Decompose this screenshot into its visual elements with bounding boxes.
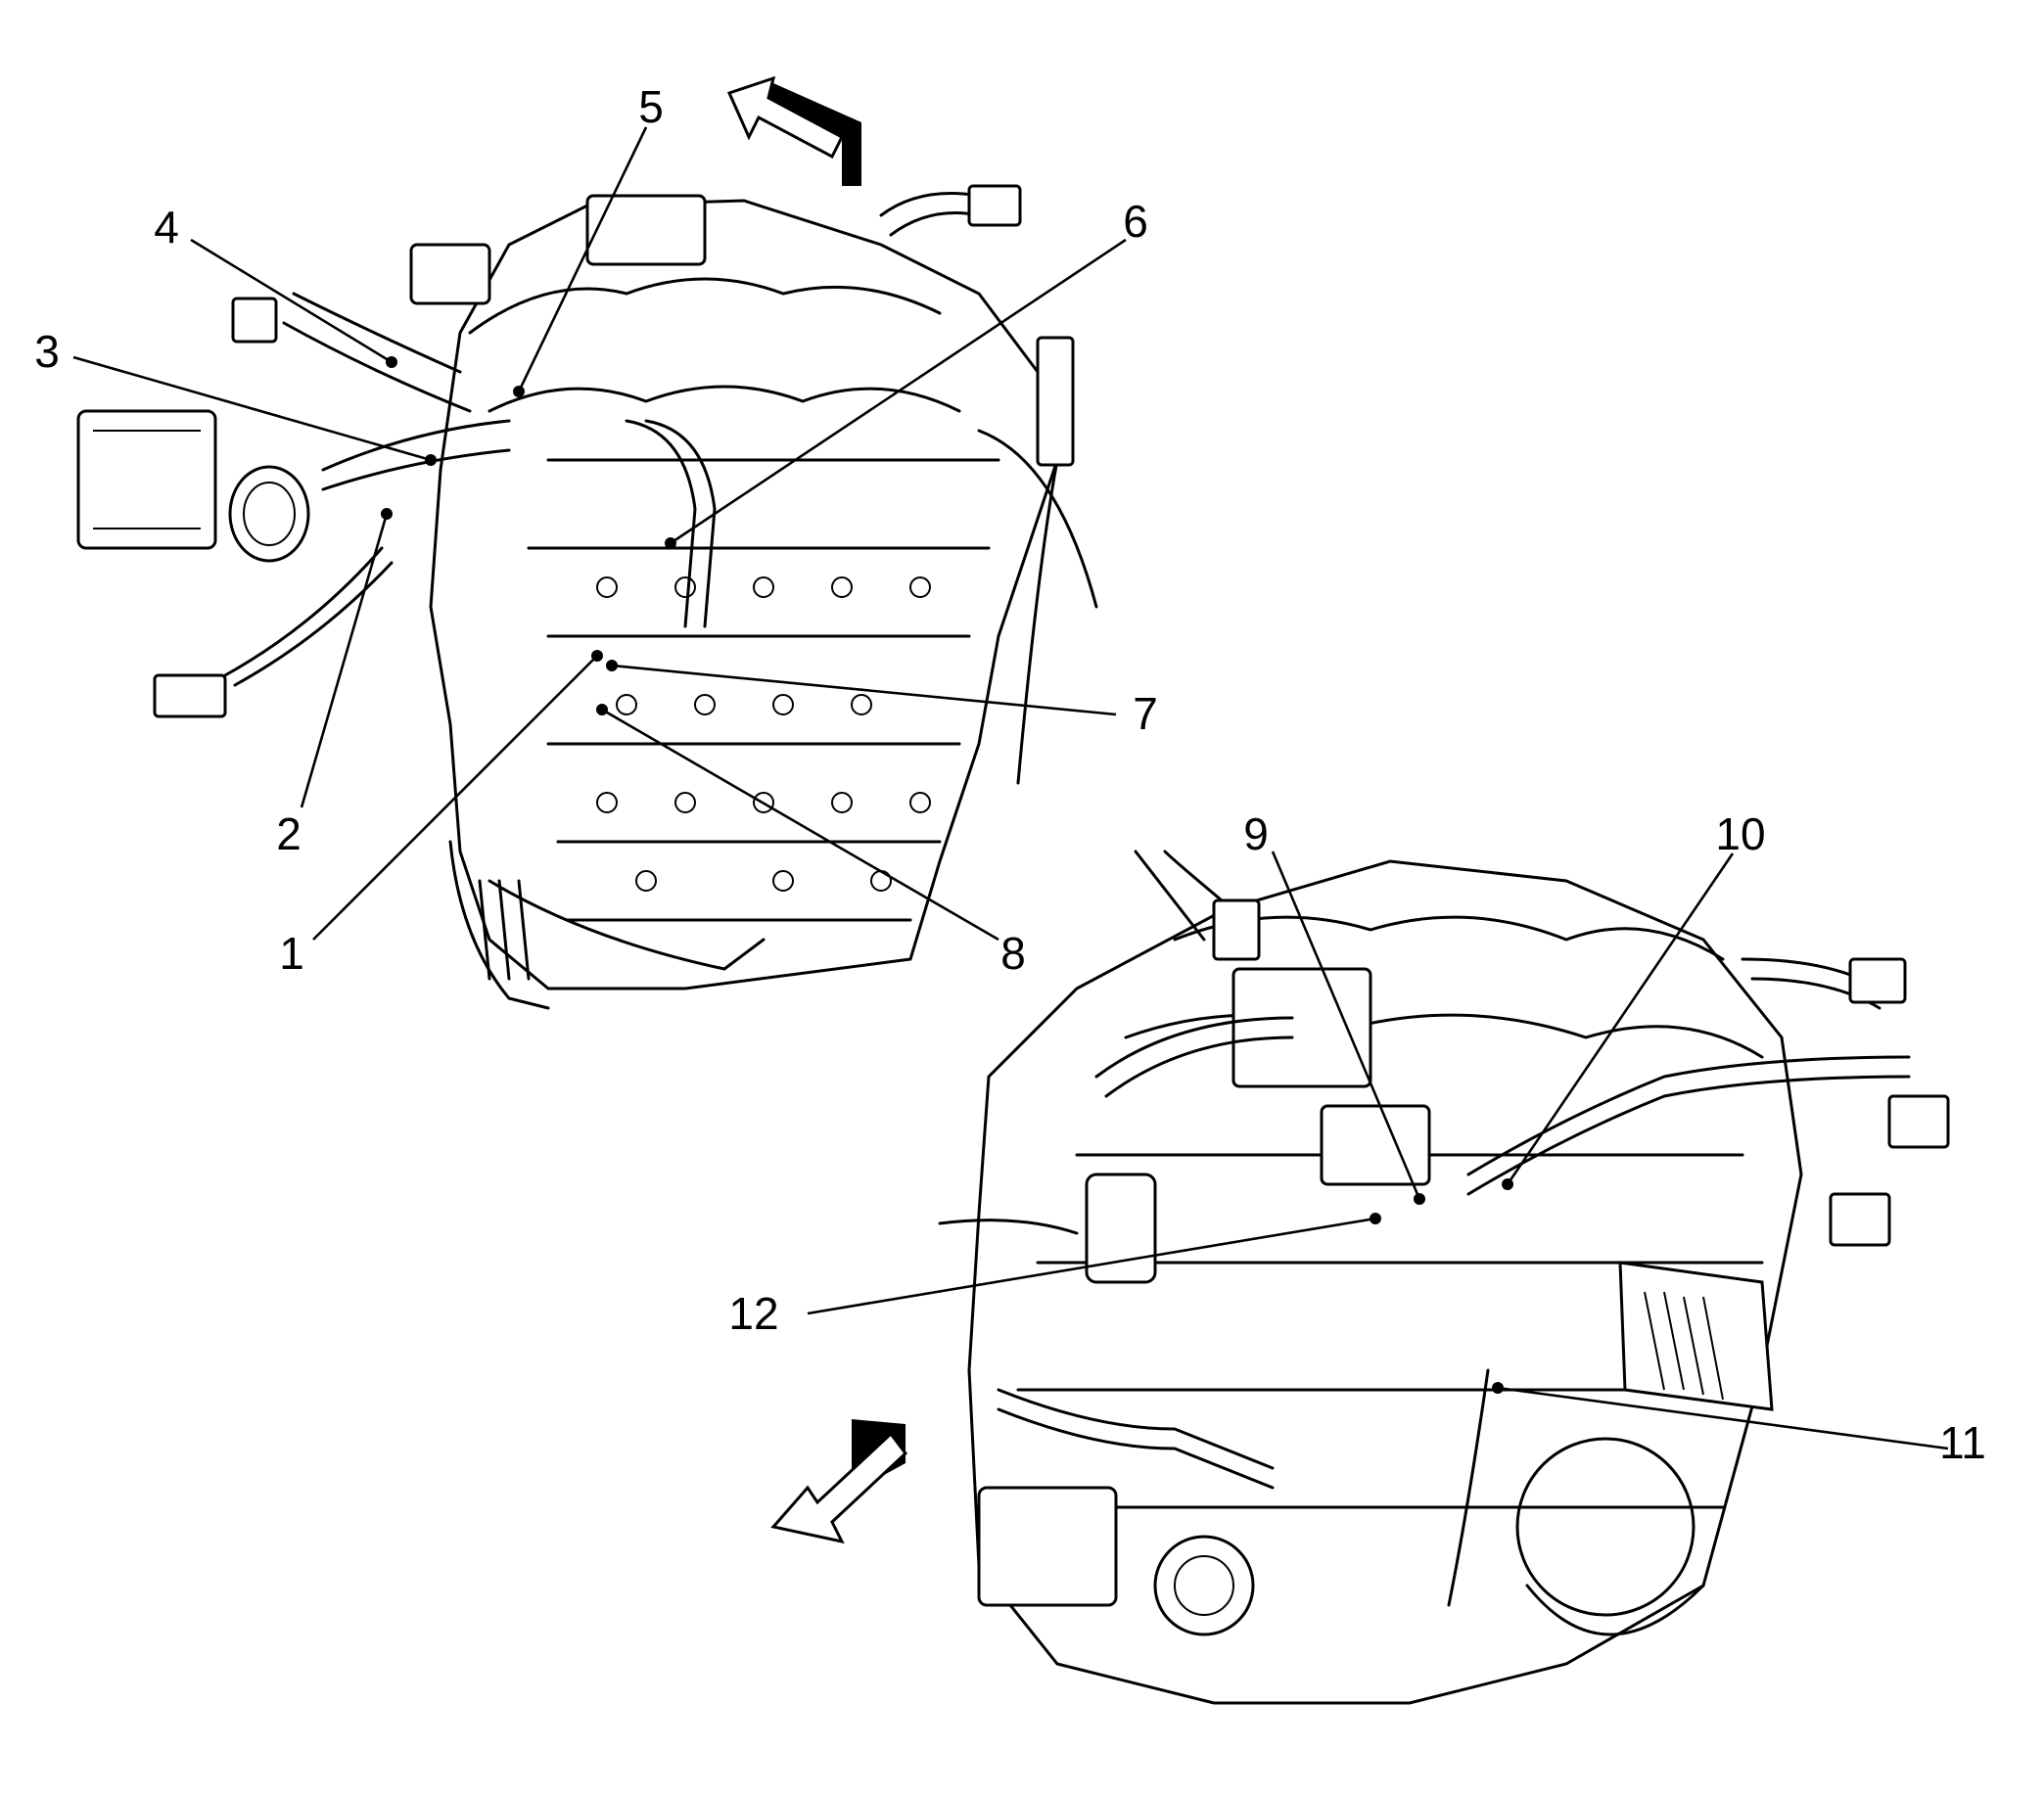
direction-arrow-icon [726,75,861,186]
callout-label-9: 9 [1243,808,1269,859]
callout-label-8: 8 [1000,928,1026,979]
callout-point-3 [425,454,437,466]
callout-label-7: 7 [1133,688,1158,739]
callout-point-2 [381,508,393,520]
callout-point-9 [1414,1193,1425,1205]
callout-point-4 [386,356,397,368]
callout-leader-12 [807,1217,1376,1315]
callout-label-10: 10 [1715,808,1765,859]
callout-leader-7 [611,664,1117,716]
callout-leader-11 [1497,1386,1949,1450]
callout-point-10 [1502,1178,1513,1190]
callout-point-6 [665,537,676,549]
callout-label-4: 4 [154,202,179,253]
callout-point-8 [596,704,608,715]
callout-point-12 [1370,1213,1381,1224]
callout-leader-10 [1506,852,1735,1185]
callout-label-3: 3 [34,326,60,377]
callout-point-1 [591,650,603,662]
callout-leader-1 [312,655,598,941]
callout-point-5 [513,386,525,397]
lower-engine-view [938,850,1950,1705]
callout-leader-5 [517,126,648,392]
callout-label-11: 11 [1939,1417,1986,1468]
callout-label-5: 5 [638,81,664,132]
callout-leader-4 [190,238,393,364]
callout-label-6: 6 [1123,196,1148,247]
upper-engine-view [76,184,1098,1010]
callout-label-1: 1 [279,928,304,979]
callout-point-11 [1492,1382,1504,1394]
direction-arrow-icon [770,1419,908,1544]
callout-leader-6 [670,238,1127,545]
callout-label-12: 12 [728,1288,778,1339]
callout-leader-9 [1271,851,1421,1200]
callout-leader-3 [72,355,432,462]
callout-leader-8 [601,708,999,942]
callout-point-7 [606,660,618,671]
callout-leader-2 [300,513,389,808]
callout-label-2: 2 [276,808,302,859]
